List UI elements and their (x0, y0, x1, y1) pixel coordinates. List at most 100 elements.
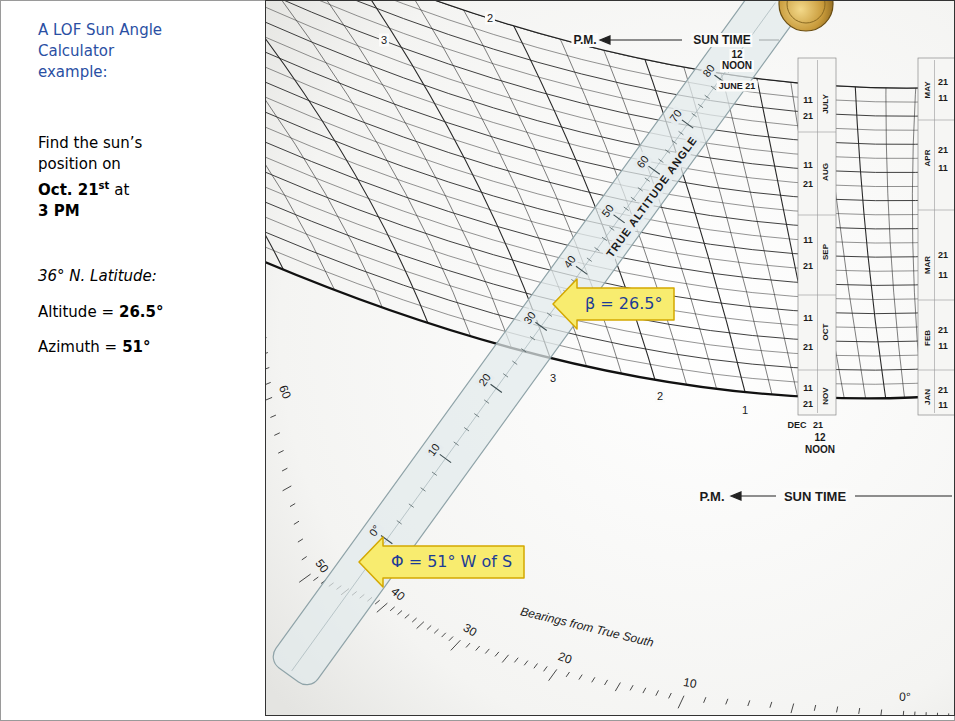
ruler-tick (648, 166, 659, 174)
bearing-tick (299, 574, 310, 582)
bearing-tick (390, 607, 395, 611)
hour-number: 3 (548, 372, 558, 385)
date-label: 21 (811, 420, 825, 431)
example-text: Find the sun’s position on (38, 133, 173, 175)
callout-arrow: Φ = 51° W of S (358, 536, 525, 588)
bearing-tick (405, 614, 410, 618)
hour-line (886, 0, 913, 470)
ruler-tick (705, 95, 710, 99)
bearing-tick (791, 704, 794, 714)
bearing-tick (313, 577, 318, 581)
bearing-tick (466, 643, 470, 647)
ruler-tick (440, 454, 451, 462)
scale-title: Bearings from True South (517, 604, 657, 650)
bearing-tick (274, 433, 280, 436)
ruler-tick (512, 361, 517, 365)
bearing-tick (678, 696, 684, 709)
bearing-tick (704, 697, 706, 703)
example-block: Find the sun’s position onOct. 21stat3 P… (38, 133, 173, 222)
date-line (265, 0, 955, 144)
month-label: APR (923, 148, 933, 169)
arrow-outline (359, 537, 524, 587)
hour-line (265, 0, 477, 470)
ruler-tick (638, 188, 643, 192)
example-line: Oct. 21stat (38, 175, 173, 201)
ruler-tick (432, 472, 437, 476)
bearing-tick (859, 708, 860, 714)
latitude-text: 36° N. Latitude: (38, 267, 157, 285)
ruler-tick (464, 427, 469, 431)
day-number: 21 (936, 250, 950, 261)
day-number: 11 (936, 400, 950, 411)
ruler-tick (609, 227, 614, 231)
bearing-tick (451, 640, 461, 650)
result-value: 51° (122, 338, 150, 356)
hour-line (622, 0, 765, 470)
month-label: MAR (923, 254, 933, 276)
altitude-ruler (268, 0, 800, 690)
pointer-line (855, 495, 952, 496)
callout-arrow: β = 26.5° (552, 278, 675, 330)
bearing-tick (837, 707, 838, 713)
band-tick (798, 295, 836, 296)
hour-line (265, 0, 399, 470)
bearing-tick (880, 710, 882, 716)
ruler-tick (547, 313, 552, 317)
bearing-tick (592, 677, 595, 682)
bearing-tick (377, 603, 388, 612)
bearing-tick (514, 658, 518, 663)
ruler-tick (409, 504, 414, 508)
noon-label: NOON (720, 60, 754, 72)
ruler-tick (521, 349, 526, 353)
time-text: 3 PM (38, 202, 80, 220)
day-number: 11 (801, 383, 815, 394)
bearing-number: 60 (275, 381, 294, 402)
date-line (265, 22, 955, 173)
ruler-tick (397, 521, 402, 525)
ruler-number: 20 (475, 370, 495, 391)
band-tick (798, 370, 836, 371)
callout-text: β = 26.5° (552, 278, 662, 330)
band-tick (918, 120, 955, 121)
ruler-tick (587, 258, 592, 262)
month-label: JULY (821, 92, 831, 116)
bearing-tick (412, 618, 416, 622)
bearing-tick (485, 649, 489, 654)
day-number: 21 (801, 342, 815, 353)
ruler-tick (474, 414, 479, 418)
bearing-tick (669, 693, 672, 698)
day-number: 11 (936, 270, 950, 281)
bearing-tick (549, 669, 557, 680)
ruler-tick (659, 159, 664, 163)
day-number: 21 (936, 325, 950, 336)
bearing-tick (298, 539, 303, 542)
result-text: Azimuth = (38, 338, 117, 356)
scale-label: SUN TIME (691, 33, 752, 47)
ruler-tick (624, 207, 629, 211)
day-number: 11 (936, 93, 950, 104)
ruler-tick (530, 336, 535, 340)
bearing-tick (656, 690, 659, 695)
noon-label: 12 (812, 432, 827, 444)
bearing-tick (770, 702, 772, 708)
hour-number: 1 (740, 404, 750, 417)
day-number: 21 (936, 385, 950, 396)
bearing-tick (605, 680, 608, 685)
bearing-tick (427, 625, 431, 629)
pointer-line (606, 39, 682, 40)
month-label: FEB (923, 328, 933, 348)
ruler-number: 30 (520, 308, 540, 329)
day-number: 21 (936, 145, 950, 156)
hour-line (265, 0, 439, 470)
date-line (265, 37, 955, 187)
bearing-tick (449, 637, 453, 641)
latitude-block: 36° N. Latitude: (38, 266, 228, 287)
month-label: MAY (923, 79, 933, 100)
ruler-number: 10 (424, 440, 444, 461)
bearing-tick (290, 504, 295, 507)
ruler-tick (576, 266, 587, 274)
day-number: 11 (801, 160, 815, 171)
band-tick (918, 210, 955, 211)
